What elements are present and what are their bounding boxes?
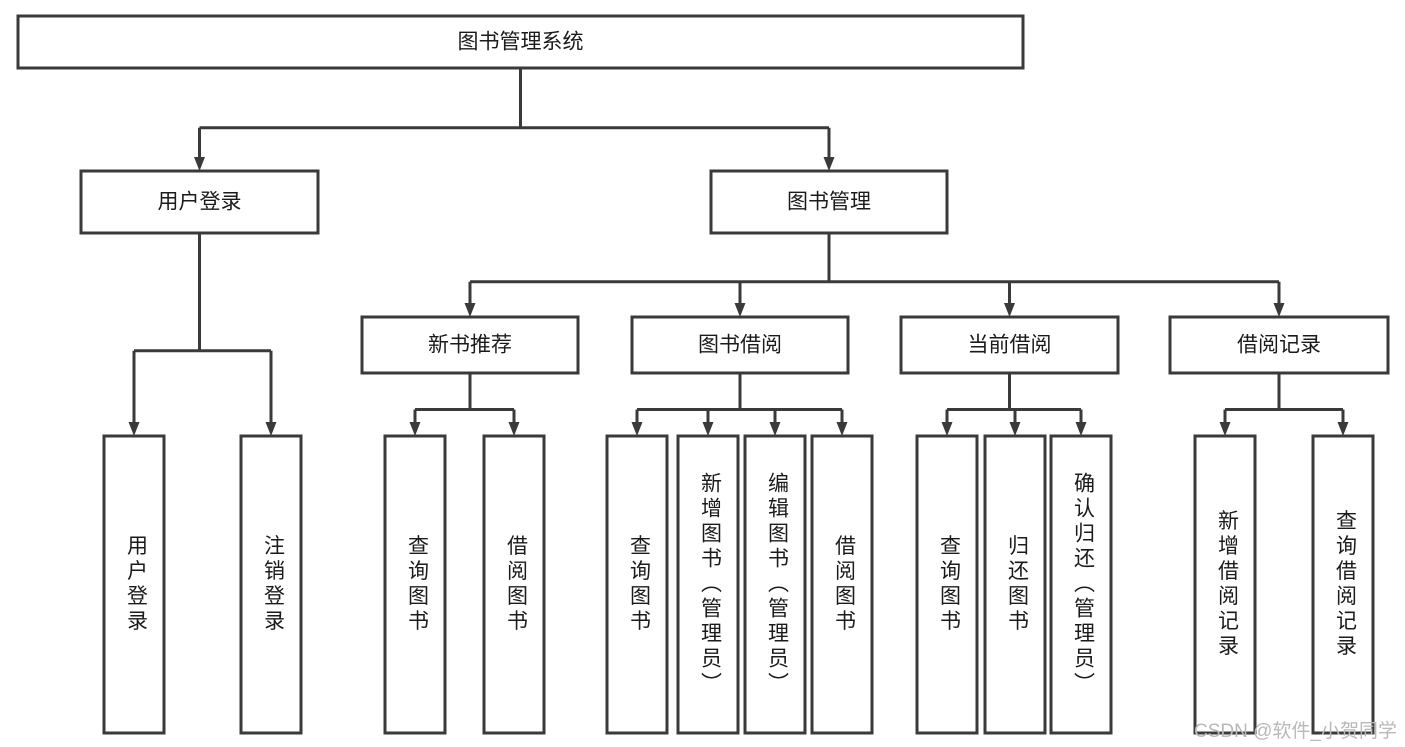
node-label: 图书管理系统 [458, 31, 584, 54]
node-label: 查询图书 [405, 535, 429, 635]
node-label: 图书管理 [787, 191, 871, 214]
node-box [605, 434, 669, 735]
node-box [16, 14, 1025, 70]
node-l3-add-book[interactable]: 新增图书（管理员） [676, 434, 740, 735]
node-l1-user-login[interactable]: 用户登录 [79, 169, 320, 235]
node-l3-edit-book[interactable]: 编辑图书（管理员） [743, 434, 807, 735]
node-label: 借阅记录 [1237, 334, 1321, 357]
node-label: 当前借阅 [968, 334, 1052, 357]
node-label: 借阅图书 [504, 535, 528, 635]
node-box [482, 434, 546, 735]
node-l3-logout-leaf[interactable]: 注销登录 [239, 434, 303, 735]
node-box [102, 434, 166, 735]
node-l3-confirm-return[interactable]: 确认归还（管理员） [1049, 434, 1113, 735]
node-l1-book-manage[interactable]: 图书管理 [709, 169, 949, 235]
node-box [899, 315, 1120, 375]
node-layer: 图书管理系统用户登录图书管理新书推荐图书借阅当前借阅借阅记录用户登录注销登录查询… [16, 14, 1390, 735]
node-label: 确认归还（管理员） [1071, 472, 1095, 697]
node-box [709, 169, 949, 235]
node-box [915, 434, 979, 735]
node-label: 新书推荐 [428, 334, 512, 357]
node-l3-add-record[interactable]: 新增借阅记录 [1193, 434, 1257, 735]
node-l3-query-record[interactable]: 查询借阅记录 [1311, 434, 1375, 735]
node-box [810, 434, 874, 735]
node-label: 查询图书 [937, 535, 961, 635]
node-box [676, 434, 740, 735]
node-label: 查询借阅记录 [1333, 510, 1357, 660]
node-l2-book-borrow[interactable]: 图书借阅 [630, 315, 850, 375]
node-l2-borrow-record[interactable]: 借阅记录 [1168, 315, 1390, 375]
node-box [743, 434, 807, 735]
node-l3-query-book-b[interactable]: 查询图书 [605, 434, 669, 735]
node-label: 图书借阅 [698, 334, 782, 357]
node-label: 归还图书 [1005, 535, 1029, 635]
node-l3-user-login-leaf[interactable]: 用户登录 [102, 434, 166, 735]
node-label: 借阅图书 [832, 535, 856, 635]
node-box [1311, 434, 1375, 735]
node-l2-current-borrow[interactable]: 当前借阅 [899, 315, 1120, 375]
node-box [1049, 434, 1113, 735]
node-label: 用户登录 [158, 191, 242, 214]
connector-layer [128, 68, 1349, 436]
node-box [79, 169, 320, 235]
node-box [383, 434, 447, 735]
node-label: 查询图书 [627, 535, 651, 635]
node-l3-borrow-book-a[interactable]: 借阅图书 [482, 434, 546, 735]
node-label: 新增借阅记录 [1215, 510, 1239, 660]
node-l3-borrow-book-b[interactable]: 借阅图书 [810, 434, 874, 735]
node-label: 注销登录 [261, 535, 285, 635]
node-label: 新增图书（管理员） [698, 472, 722, 697]
node-box [1168, 315, 1390, 375]
node-l3-query-book-c[interactable]: 查询图书 [915, 434, 979, 735]
node-box [630, 315, 850, 375]
node-l3-query-book-a[interactable]: 查询图书 [383, 434, 447, 735]
node-l3-return-book[interactable]: 归还图书 [983, 434, 1047, 735]
node-l2-new-book-rec[interactable]: 新书推荐 [360, 315, 580, 375]
node-box [1193, 434, 1257, 735]
node-label: 用户登录 [124, 535, 148, 635]
node-box [983, 434, 1047, 735]
node-root[interactable]: 图书管理系统 [16, 14, 1025, 70]
node-label: 编辑图书（管理员） [765, 472, 789, 697]
node-box [239, 434, 303, 735]
node-box [360, 315, 580, 375]
